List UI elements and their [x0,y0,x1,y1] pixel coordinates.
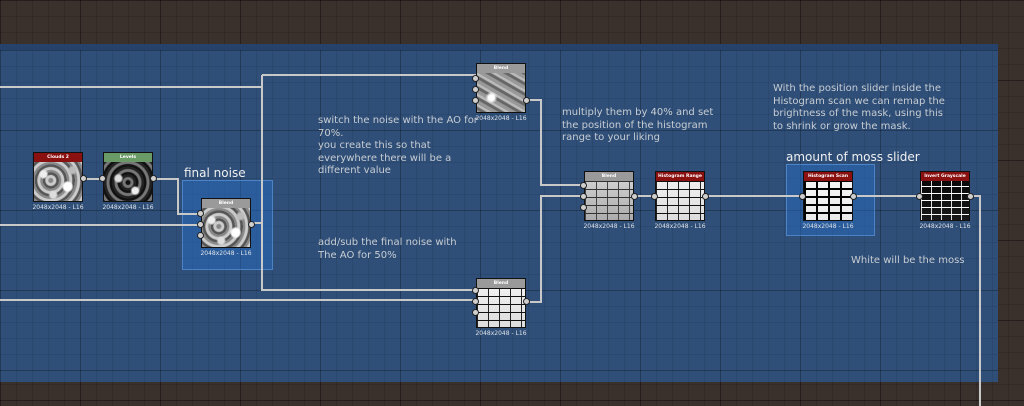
output-port[interactable] [523,298,530,305]
node-blend-final-res: 2048x2048 - L16 [200,250,252,257]
node-histogram-range-res: 2048x2048 - L16 [654,223,706,230]
input-port[interactable] [472,86,479,93]
node-histogram-range-preview [656,181,704,220]
node-blend-mid-res: 2048x2048 - L16 [583,223,635,230]
input-port[interactable] [472,298,479,305]
comment-switch: switch the noise with the AO for 70%. yo… [318,115,478,176]
input-port[interactable] [472,75,479,82]
output-port[interactable] [850,193,857,200]
input-port[interactable] [197,221,204,228]
output-port[interactable] [702,193,709,200]
node-invert-grayscale-res: 2048x2048 - L16 [919,223,971,230]
node-blend-bottom-title: Blend [477,279,525,288]
node-levels-res: 2048x2048 - L16 [102,204,154,211]
node-blend-top-preview [477,73,525,112]
input-port[interactable] [580,182,587,189]
comment-white-moss: White will be the moss [851,255,965,266]
input-port[interactable] [472,287,479,294]
node-invert-grayscale-preview [921,181,969,220]
comment-histogram-position: With the position slider inside the Hist… [773,83,945,132]
input-port[interactable] [472,309,479,316]
output-port[interactable] [150,175,157,182]
input-port[interactable] [580,204,587,211]
node-blend-bottom-preview [477,288,525,327]
input-port[interactable] [799,193,806,200]
frame-moss-slider-title: amount of moss slider [786,150,920,164]
output-port[interactable] [80,175,87,182]
output-port[interactable] [248,221,255,228]
node-levels-title: Levels [104,153,152,162]
node-blend-bottom-res: 2048x2048 - L16 [475,330,527,337]
node-blend-top-res: 2048x2048 - L16 [475,115,527,122]
output-port[interactable] [967,193,974,200]
node-blend-final-title: Blend [202,199,250,208]
node-histogram-scan-preview [804,181,852,220]
node-histogram-scan-res: 2048x2048 - L16 [802,223,854,230]
node-histogram-range-title: Histogram Range [656,172,704,181]
frame-final-noise-title: final noise [184,166,246,180]
input-port[interactable] [99,175,106,182]
input-port[interactable] [651,193,658,200]
output-port[interactable] [523,97,530,104]
node-clouds-res: 2048x2048 - L16 [32,204,84,211]
input-port[interactable] [197,210,204,217]
output-port[interactable] [631,193,638,200]
node-clouds-title: Clouds 2 [34,153,82,162]
node-clouds-preview [34,162,82,201]
comment-addsub: add/sub the final noise with The AO for … [318,237,457,261]
node-levels-preview [104,162,152,201]
node-histogram-scan-title: Histogram Scan [804,172,852,181]
node-blend-final-preview [202,208,250,247]
node-blend-top-title: Blend [477,64,525,73]
node-blend-mid-title: Blend [585,172,633,181]
input-port[interactable] [197,232,204,239]
node-invert-grayscale-title: Invert Grayscale [921,172,969,181]
input-port[interactable] [472,97,479,104]
input-port[interactable] [916,193,923,200]
node-blend-mid-preview [585,181,633,220]
comment-multiply: multiply them by 40% and set the positio… [562,107,714,143]
input-port[interactable] [580,193,587,200]
